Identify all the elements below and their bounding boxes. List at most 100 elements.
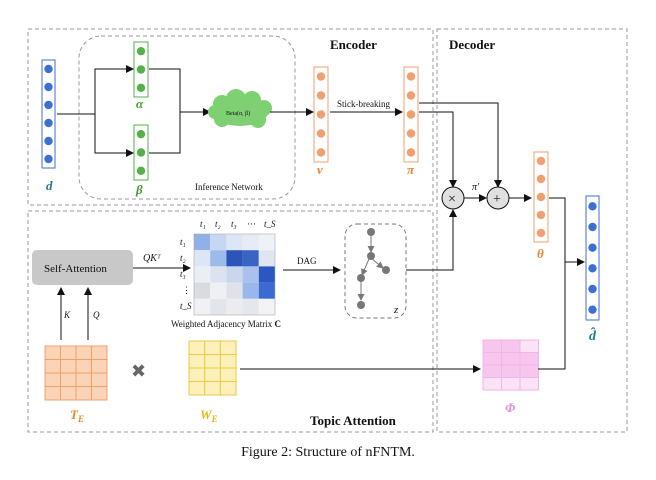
dag-box (344, 223, 407, 319)
matrix-cell (91, 386, 108, 401)
row-label: t₁ (180, 237, 186, 247)
matrix-cell (242, 250, 259, 267)
matrix-cell (501, 364, 521, 378)
vector-node (44, 136, 53, 146)
v-label: v (317, 162, 323, 177)
matrix-cell (258, 234, 275, 251)
w-e-label: WE (200, 407, 218, 424)
beta-label: β (135, 182, 143, 197)
vector-node (136, 83, 146, 93)
vector-node (316, 110, 326, 119)
qk-label: QKᵀ (143, 253, 162, 264)
theta-vector (533, 151, 549, 243)
matrix-cell (242, 266, 259, 283)
matrix-cell (482, 352, 502, 366)
matrix-cell (204, 340, 221, 355)
self-attention-label: Self-Attention (44, 263, 107, 275)
col-label: t₁ (200, 219, 206, 229)
col-label: ··· (247, 219, 256, 229)
decoder-panel (436, 28, 628, 433)
matrix-cell (501, 377, 521, 391)
adjacency-row-labels: t₁ t₂ t₃ ⋮ t_S (180, 237, 192, 311)
q-label: Q (93, 310, 100, 320)
matrix-cell (75, 372, 92, 387)
matrix-cell (91, 345, 108, 360)
matrix-cell (204, 354, 221, 369)
dag-node (357, 301, 365, 309)
matrix-cell (519, 377, 539, 391)
matrix-cell (60, 345, 77, 360)
vector-frame (133, 41, 149, 98)
row-label: t₂ (180, 253, 186, 263)
matrix-cell (188, 340, 206, 355)
arrow-pi-multiply (419, 111, 457, 188)
vector-node (44, 154, 53, 164)
d-hat-label: d̂ (589, 326, 597, 344)
vector-node (536, 156, 546, 166)
vector-node (316, 91, 326, 100)
matrix-frame (193, 233, 276, 316)
matrix-cell (210, 298, 227, 315)
matrix-cell (60, 372, 77, 387)
matrix-cell (519, 352, 539, 366)
theta-label: θ (537, 246, 544, 261)
alpha-vector (133, 41, 149, 98)
pi-prime-label: π' (472, 182, 480, 193)
self-attention-box (32, 250, 133, 285)
matrix-cell (219, 354, 237, 369)
matrix-cell (75, 359, 92, 374)
matrix-cell (258, 282, 275, 299)
matrix-cell (501, 339, 521, 353)
vector-node (536, 228, 546, 238)
matrix-cell (75, 386, 92, 401)
matrix-cell (44, 386, 61, 401)
vector-node (136, 129, 146, 139)
inference-network-label: Inference Network (195, 182, 263, 192)
arrow-dag-multiply (406, 209, 457, 271)
adjacency-matrix-label: Weighted Adjacency Matrix C (171, 319, 281, 329)
d-vector (41, 59, 56, 169)
vector-node (44, 64, 53, 74)
matrix-cell (482, 339, 502, 353)
z-label: z (393, 304, 399, 316)
dag-node (382, 266, 390, 274)
dag-node (357, 274, 365, 282)
matrix-cell (226, 234, 243, 251)
t-e-label: TE (70, 407, 84, 424)
t-e-matrix (44, 345, 108, 401)
matrix-cell (91, 359, 108, 374)
vector-frame (313, 66, 329, 163)
col-label: t₃ (231, 219, 237, 229)
matrix-cell (226, 282, 243, 299)
vector-node (588, 202, 597, 211)
adjacency-col-labels: t₁ t₂ t₃ ··· t_S (200, 219, 276, 229)
vector-node (316, 72, 326, 81)
vector-node (136, 46, 146, 56)
matrix-cell (44, 345, 61, 360)
matrix-cell (75, 345, 92, 360)
matrix-cell (226, 266, 243, 283)
matrix-cell (519, 339, 539, 353)
arrow-theta-dhat (549, 197, 585, 266)
alpha-label: α (136, 96, 144, 111)
matrix-cell (210, 282, 227, 299)
matrix-cell (258, 266, 275, 283)
beta-distribution-cloud (208, 89, 272, 128)
arrow-to-beta (94, 114, 134, 157)
dag-graph (357, 228, 390, 309)
matrix-cell (242, 234, 259, 251)
matrix-cell (226, 298, 243, 315)
vector-node (44, 118, 53, 128)
dag-node (367, 228, 375, 236)
matrix-cell (194, 282, 211, 299)
vector-node (406, 129, 416, 138)
matrix-cell (44, 359, 61, 374)
arrow-phi-dhat (538, 262, 566, 370)
vector-frame (533, 151, 549, 243)
vector-node (588, 264, 597, 273)
matrix-cell (219, 367, 237, 382)
encoder-panel (27, 28, 434, 206)
matrix-cell (204, 367, 221, 382)
pi-label: π (407, 162, 415, 177)
vector-node (136, 148, 146, 157)
